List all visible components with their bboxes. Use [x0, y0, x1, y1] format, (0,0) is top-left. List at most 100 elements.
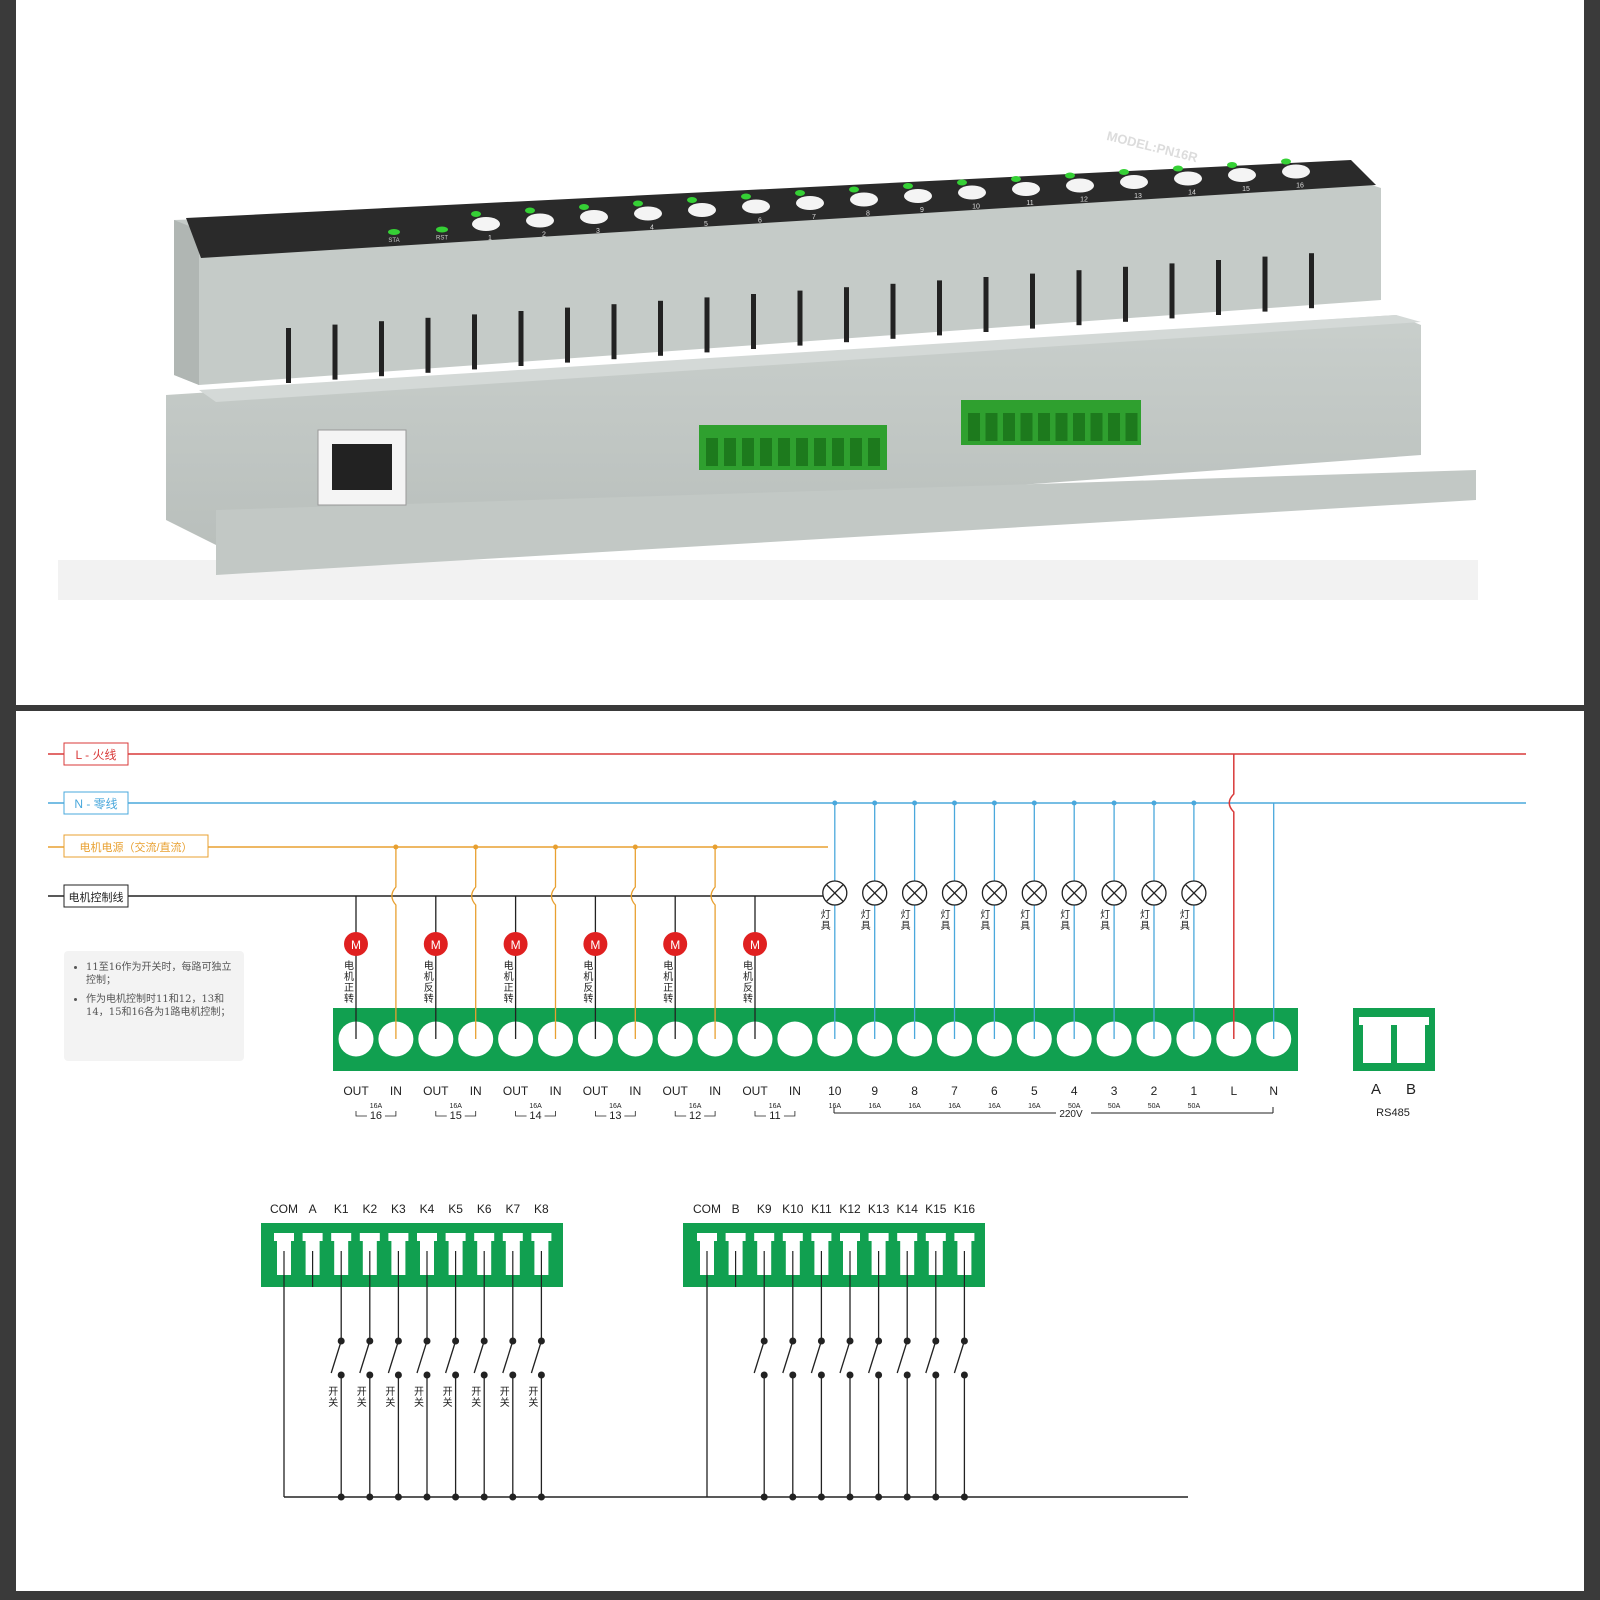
- channel-button: [796, 196, 824, 210]
- motor-label-char: 电: [424, 959, 434, 972]
- motor-label-char: 正: [344, 983, 354, 994]
- motor-symbol-label: M: [511, 938, 521, 952]
- motor-symbol: [743, 932, 767, 956]
- channel-button-label: 13: [1134, 193, 1142, 200]
- connector-pin-label: COM: [693, 1202, 721, 1216]
- switch-label-char: 开: [528, 1387, 538, 1398]
- rating-label: 16A: [609, 1103, 622, 1110]
- lamp-label-char: 具: [1180, 920, 1190, 932]
- connector-pin-cap: [274, 1233, 294, 1241]
- channel-button-label: 6: [758, 218, 762, 225]
- return-junction: [875, 1493, 883, 1501]
- power-terminal-label: N: [1269, 1084, 1278, 1098]
- switch-label-char: 关: [385, 1396, 395, 1409]
- rating-label: 16A: [689, 1103, 702, 1110]
- lamp-label-char: 灯: [861, 909, 871, 921]
- rs485-label: RS485: [1376, 1107, 1410, 1119]
- channel-button: [742, 199, 770, 214]
- motor-label-char: 机: [663, 970, 673, 983]
- lamp-label-char: 具: [1140, 920, 1150, 932]
- channel-number: 14: [529, 1110, 541, 1122]
- vent-slot: [425, 317, 431, 373]
- connector-pin-cap: [502, 1233, 523, 1241]
- channel-button-label: 10: [972, 204, 980, 211]
- motor-label-char: 电: [344, 959, 354, 972]
- connector-pin-cap: [331, 1233, 352, 1241]
- motor-power-drop-wire: [710, 847, 716, 1039]
- in-label: IN: [470, 1084, 482, 1098]
- connector-pin-cap: [474, 1233, 495, 1241]
- connector-pin-cap: [811, 1233, 832, 1241]
- rs485-pin-a-cap: [1359, 1017, 1395, 1025]
- return-junction: [537, 1493, 545, 1501]
- return-junction: [394, 1493, 402, 1501]
- note-item: 作为电机控制时11和12，13和14，15和16各为1路电机控制；: [86, 993, 234, 1019]
- motor-label-char: 反: [424, 982, 434, 994]
- channel-led: [1281, 158, 1291, 165]
- motor-label-char: 转: [663, 992, 673, 1005]
- channel-led: [525, 207, 535, 214]
- connector-pin-cap: [388, 1233, 409, 1241]
- live-drop-wire: [1228, 754, 1235, 1039]
- vent-slot: [1262, 256, 1268, 312]
- connector-pin-cap: [925, 1233, 946, 1241]
- motor-label-char: 机: [344, 970, 354, 983]
- lamp-label-char: 具: [941, 920, 951, 932]
- wiring-diagram-panel: L - 火线 N - 零线 电机电源（交流/直流） 电机控制线 A B RS48…: [16, 711, 1584, 1591]
- connector-pin-label: K8: [534, 1202, 549, 1216]
- channel-led: [687, 197, 697, 203]
- return-junction: [509, 1493, 517, 1501]
- connector-pin-label: K1: [334, 1202, 349, 1216]
- channel-button: [1174, 171, 1202, 186]
- in-label: IN: [629, 1084, 641, 1098]
- return-junction: [960, 1493, 968, 1501]
- motor-label-char: 转: [583, 992, 593, 1005]
- channel-number: 16: [370, 1110, 382, 1122]
- lamp-label-char: 灯: [1100, 909, 1110, 921]
- terminal-screw: [1003, 413, 1015, 441]
- vent-slot: [983, 277, 989, 332]
- model-label: MODEL:PN16R: [1105, 128, 1200, 165]
- channel-led: [957, 179, 967, 186]
- connector-pin-label: K4: [420, 1202, 435, 1216]
- motor-label-char: 转: [504, 992, 514, 1005]
- led-label: STA: [388, 238, 399, 244]
- lamp-label-char: 具: [821, 920, 831, 932]
- terminal-screw: [778, 438, 790, 466]
- switch-label-char: 开: [443, 1387, 453, 1398]
- motor-power-drop-wire: [391, 847, 397, 1039]
- channel-button-label: 1: [488, 235, 492, 242]
- terminal-screw: [1090, 413, 1103, 441]
- lamp-label-char: 具: [980, 920, 990, 932]
- motor-label-char: 电: [504, 959, 514, 972]
- channel-led: [1065, 172, 1075, 179]
- terminal-screw: [1038, 413, 1050, 441]
- live-label: L - 火线: [76, 748, 117, 762]
- out-label: OUT: [663, 1084, 689, 1098]
- channel-led: [1119, 169, 1129, 175]
- connector-pin-label: K15: [925, 1202, 947, 1216]
- channel-terminal-label: 9: [871, 1084, 878, 1098]
- vent-slot: [704, 297, 710, 353]
- motor-symbol-label: M: [750, 938, 760, 952]
- connector-pin-cap: [417, 1233, 437, 1241]
- connector-pin-cap: [897, 1233, 918, 1241]
- vent-slot: [472, 314, 477, 370]
- neutral-label-box: [63, 791, 129, 815]
- rs485-a-label: A: [1371, 1081, 1381, 1098]
- connector-pin-cap: [954, 1233, 975, 1241]
- channel-led: [471, 211, 481, 217]
- switch-label-char: 开: [414, 1387, 424, 1398]
- lamp-cross: [985, 884, 1003, 902]
- lamp-cross: [1065, 884, 1083, 902]
- terminal-screw: [868, 438, 880, 466]
- channel-number: 12: [689, 1110, 701, 1122]
- switch-label-char: 开: [500, 1387, 510, 1398]
- rating-label: 16A: [1028, 1103, 1041, 1110]
- motor-control-label-box: [63, 884, 129, 908]
- connector-pin-cap: [359, 1233, 380, 1241]
- switch-label-char: 关: [414, 1396, 424, 1409]
- channel-led: [579, 204, 589, 210]
